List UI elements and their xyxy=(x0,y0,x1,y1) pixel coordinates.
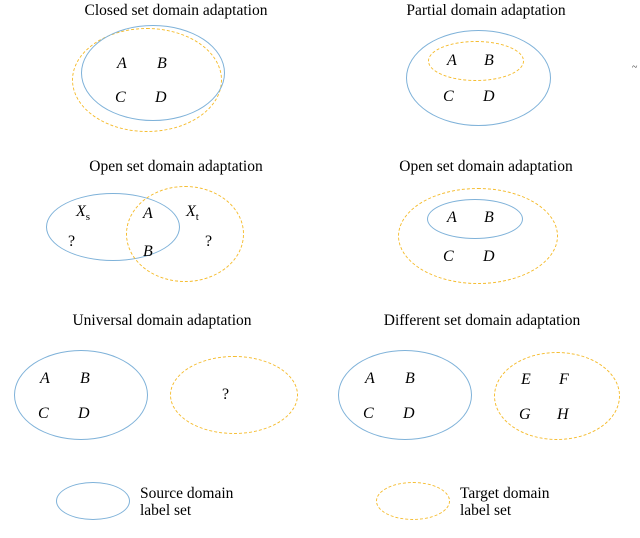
label-E-different-set: E xyxy=(521,371,531,388)
label-Xt-sub: t xyxy=(195,211,199,224)
legend-source-line2: label set xyxy=(140,502,192,519)
label-A-closed-set: A xyxy=(117,55,127,72)
label-D-universal: D xyxy=(78,405,90,422)
panel-title-different-set: Different set domain adaptation xyxy=(383,312,581,329)
legend-source-label: Source domain label set xyxy=(140,485,233,519)
target-ellipse-open-set-right xyxy=(398,188,558,284)
label-A-different-set: A xyxy=(365,370,375,387)
label-Xs-open-set-left: Xs xyxy=(76,203,90,223)
panel-title-open-set-left: Open set domain adaptation xyxy=(89,158,263,175)
label-G-different-set: G xyxy=(519,406,531,423)
label-D-closed-set: D xyxy=(155,89,167,106)
label-C-open-set-right: C xyxy=(443,248,454,265)
target-ellipse-open-set-left xyxy=(126,186,244,282)
label-D-open-set-right: D xyxy=(483,248,495,265)
label-A-universal: A xyxy=(40,370,50,387)
target-ellipse-universal xyxy=(170,356,298,434)
label-Xt-main: X xyxy=(186,203,196,220)
source-ellipse-partial xyxy=(406,30,551,126)
label-D-partial: D xyxy=(483,88,495,105)
label-C-partial: C xyxy=(443,88,454,105)
target-ellipse-different-set xyxy=(494,352,620,440)
source-ellipse-closed-set xyxy=(81,25,225,121)
legend-source-line1: Source domain xyxy=(140,485,234,502)
source-ellipse-open-set-right xyxy=(427,199,523,239)
panel-title-partial: Partial domain adaptation xyxy=(406,2,566,19)
legend-target-swatch xyxy=(376,482,450,520)
label-D-different-set: D xyxy=(403,405,415,422)
label-Xs-sub: s xyxy=(85,211,91,224)
source-ellipse-different-set xyxy=(338,350,472,440)
label-question-open-set-left-src: ? xyxy=(68,233,76,250)
label-question-open-set-left-tgt: ? xyxy=(205,233,213,250)
label-C-closed-set: C xyxy=(115,89,126,106)
label-A-partial: A xyxy=(447,52,457,69)
label-C-different-set: C xyxy=(363,405,374,422)
label-B-open-set-left: B xyxy=(143,243,153,260)
target-ellipse-partial xyxy=(428,41,524,81)
panel-title-closed-set: Closed set domain adaptation xyxy=(84,2,268,19)
panel-title-universal: Universal domain adaptation xyxy=(72,312,252,329)
label-B-closed-set: B xyxy=(157,55,167,72)
legend-target-line2: label set xyxy=(460,502,512,519)
label-B-open-set-right: B xyxy=(484,209,494,226)
label-A-open-set-left: A xyxy=(143,205,153,222)
source-ellipse-universal xyxy=(14,350,148,440)
page-edge-mark: ~ xyxy=(632,62,638,73)
legend-target-label: Target domain label set xyxy=(460,485,549,519)
label-B-universal: B xyxy=(80,370,90,387)
label-A-open-set-right: A xyxy=(447,209,457,226)
label-F-different-set: F xyxy=(559,371,569,388)
label-B-partial: B xyxy=(484,52,494,69)
label-Xs-main: X xyxy=(76,203,86,220)
label-B-different-set: B xyxy=(405,370,415,387)
panel-title-open-set-right: Open set domain adaptation xyxy=(399,158,573,175)
legend-target-line1: Target domain xyxy=(460,485,550,502)
label-Xt-open-set-left: Xt xyxy=(186,203,199,223)
label-question-universal: ? xyxy=(222,386,230,403)
legend-source-swatch xyxy=(56,482,130,520)
label-C-universal: C xyxy=(38,405,49,422)
label-H-different-set: H xyxy=(557,406,569,423)
